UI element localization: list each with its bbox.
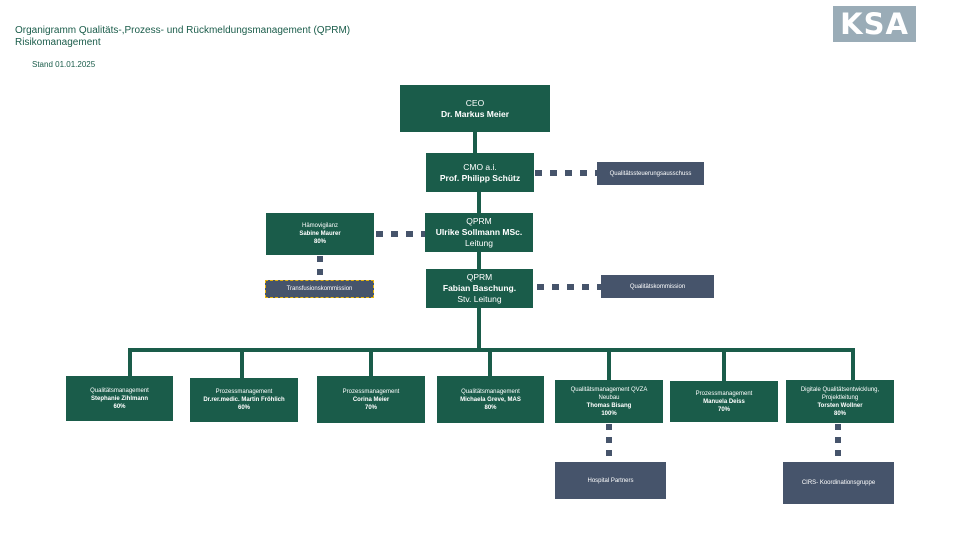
staff-box-greve: Qualitätsmanagement Michaela Greve, MAS … [437,376,544,423]
staff-pct: 70% [364,404,377,411]
qprm-deputy-role: Stv. Leitung [457,294,502,304]
ceo-name: Dr. Markus Meier [440,108,510,119]
staff-name: Michaela Greve, MAS [460,396,521,403]
qprm-deputy-name: Fabian Baschung. [442,283,517,293]
cmo-name: Prof. Philipp Schütz [439,172,521,183]
haemovigilanz-name: Sabine Maurer [299,231,341,237]
hospital-partners-box: Hospital Partners [555,462,666,499]
chart-title: Organigramm Qualitäts-,Prozess- und Rück… [15,25,351,36]
cmo-title: CMO a.i. [463,161,497,172]
ksa-logo: KSA [833,6,916,42]
staff-role: Digitale Qualitätsentwicklung, [800,386,880,393]
staff-role-2: Neubau [598,394,620,401]
staff-box-meier: Prozessmanagement Corina Meier 70% [317,376,425,423]
haemovigilanz-box: Hämovigilanz Sabine Maurer 80% [266,213,374,255]
staff-role: Qualitätsmanagement [90,387,149,394]
qualitaetskommission-box: Qualitätskommission [601,275,714,298]
staff-box-deiss: Prozessmanagement Manuela Deiss 70% [670,381,778,422]
ceo-title: CEO [465,97,485,108]
staff-role: Prozessmanagement [215,389,273,395]
hospital-partners-label: Hospital Partners [587,477,634,484]
staff-pct: 60% [113,403,126,410]
qprm-deputy-unit: QPRM [466,272,493,282]
staff-pct: 80% [833,410,846,417]
staff-name: Thomas Bisang [586,402,632,409]
staff-box-zihlmann: Qualitätsmanagement Stephanie Zihlmann 6… [66,376,173,421]
qprm-lead-box: QPRM Ulrike Sollmann MSc. Leitung [425,213,533,252]
qprm-lead-name: Ulrike Sollmann MSc. [435,227,523,237]
cmo-box: CMO a.i. Prof. Philipp Schütz [426,153,534,192]
cirs-label: CIRS- Koordinationsgruppe [801,480,876,486]
staff-pct: 60% [237,405,250,411]
staff-box-bisang: Qualitätsmanagement QVZA Neubau Thomas B… [555,380,663,423]
staff-role: Qualitätsmanagement QVZA [570,386,648,393]
staff-role: Prozessmanagement [342,388,400,395]
staff-name: Corina Meier [352,396,390,403]
qualitaetskommission-label: Qualitätskommission [629,283,686,290]
staff-pct: 70% [717,406,730,413]
chart-subtitle: Risikomanagement [15,37,101,48]
staff-name: Torsten Wollner [817,402,863,409]
date-label: Stand 01.01.2025 [32,60,96,69]
staff-name: Dr.rer.medic. Martin Fröhlich [203,397,285,403]
haemovigilanz-role: Hämovigilanz [301,223,338,229]
qualitaetssteuerungsausschuss-label: Qualitätssteuerungsausschuss [609,170,692,177]
staff-pct: 80% [484,404,497,411]
staff-name: Manuela Deiss [703,398,745,405]
staff-name: Stephanie Zihlmann [90,395,148,402]
staff-role: Prozessmanagement [695,390,753,397]
qprm-deputy-box: QPRM Fabian Baschung. Stv. Leitung [426,269,533,308]
transfusionskommission-box: Transfusionskommission [265,280,374,298]
staff-box-froehlich: Prozessmanagement Dr.rer.medic. Martin F… [190,378,298,422]
haemovigilanz-pct: 80% [313,239,326,245]
staff-role: Qualitätsmanagement [461,388,520,395]
staff-box-wollner: Digitale Qualitätsentwicklung, Projektle… [786,380,894,423]
staff-pct: 100% [601,410,617,417]
qprm-lead-role: Leitung [465,238,493,248]
staff-role-2: Projektleitung [821,394,859,401]
ceo-box: CEO Dr. Markus Meier [400,85,550,132]
transfusionskommission-label: Transfusionskommission [286,286,353,292]
cirs-box: CIRS- Koordinationsgruppe [783,462,894,504]
qualitaetssteuerungsausschuss-box: Qualitätssteuerungsausschuss [597,162,704,185]
qprm-lead-unit: QPRM [466,216,492,226]
